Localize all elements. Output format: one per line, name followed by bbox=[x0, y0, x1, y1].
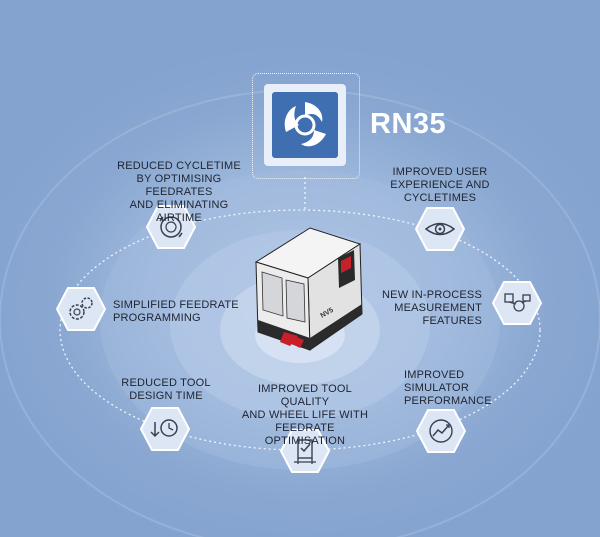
brand-name: RN35 bbox=[370, 108, 447, 140]
feature-label-measurement: New in-process measurement features bbox=[382, 289, 482, 327]
rollomatic-swirl-icon bbox=[272, 92, 338, 158]
feature-label-feedrate-programming: Simplified feedrate programming bbox=[113, 299, 239, 324]
eye-icon bbox=[415, 207, 465, 251]
feature-label-tool-quality: Improved tool quality and wheel life wit… bbox=[241, 383, 369, 447]
feature-label-cycletime: Reduced Cycletime by optimising feedrate… bbox=[117, 160, 241, 224]
quality-award-icon bbox=[280, 429, 330, 473]
measurement-icon bbox=[492, 281, 542, 325]
gears-icon bbox=[56, 287, 106, 331]
simulator-chart-icon bbox=[416, 409, 466, 453]
cycle-dollar-icon bbox=[146, 205, 196, 249]
logo-frame bbox=[252, 73, 360, 179]
clock-download-icon bbox=[140, 407, 190, 451]
feature-label-tool-design: Reduced tool design time bbox=[121, 377, 211, 402]
grinding-machine-illustration: NV5 bbox=[254, 227, 363, 351]
feature-label-user-experience: Improved user experience and cycletimes bbox=[390, 166, 490, 204]
logo bbox=[264, 84, 346, 166]
feature-label-simulator: Improved simulator performance bbox=[404, 369, 492, 407]
